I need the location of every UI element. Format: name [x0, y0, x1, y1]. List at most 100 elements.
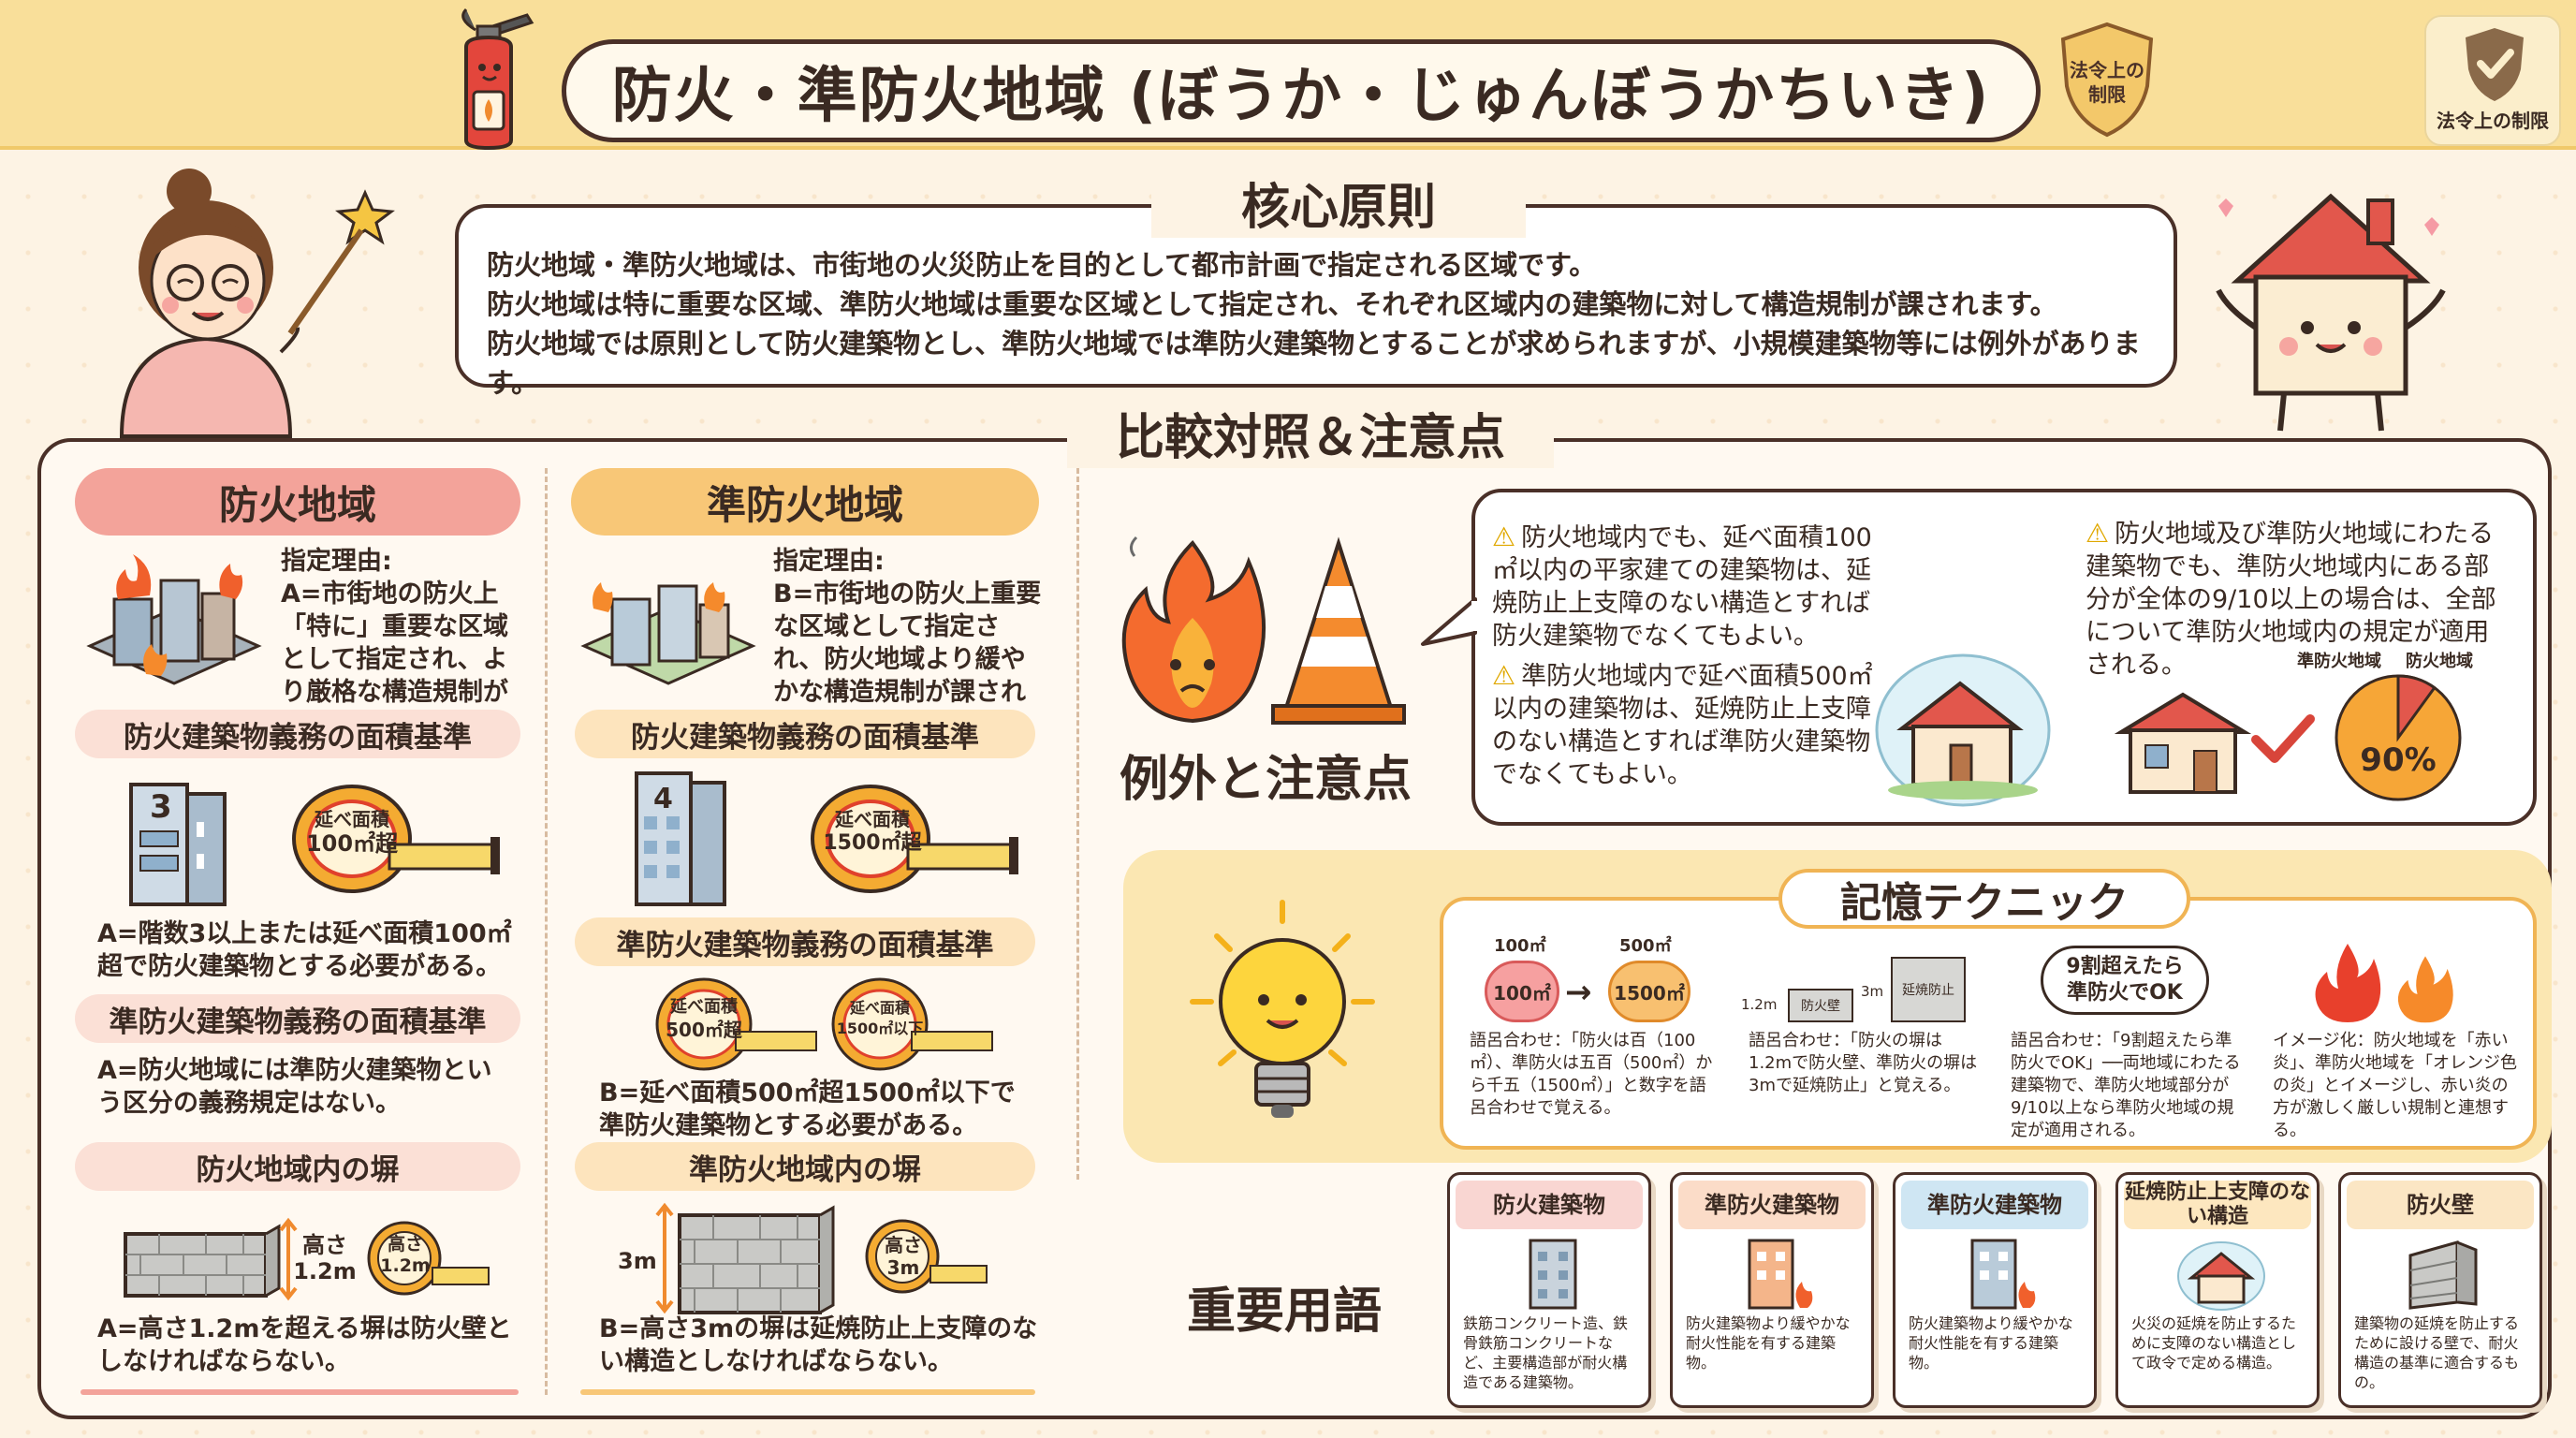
pie-value-label: 90%: [2360, 741, 2437, 779]
tall-wall-icon: [678, 1205, 835, 1314]
house-character-illustration: [2216, 193, 2446, 432]
fire-area-standard-header: 防火建築物義務の面積基準: [75, 710, 520, 758]
protected-house-icon: [1875, 653, 2051, 807]
concrete-building-icon: [1529, 1239, 1577, 1310]
term-name: 防火壁: [2347, 1181, 2534, 1229]
height-arrow-icon: [279, 1217, 298, 1301]
teacher-character-illustration: [119, 169, 395, 438]
building-with-flame-icon: [1748, 1239, 1813, 1310]
semi-column-underline: [580, 1389, 1035, 1395]
exceptions-box: [1471, 489, 2537, 826]
tip2-wall-a: 防火壁: [1788, 989, 1853, 1022]
building-with-flame-icon: [1970, 1239, 2036, 1310]
mixed-zone-building-icon: [2114, 692, 2252, 794]
tip2-wall-b: 延焼防止: [1891, 957, 1966, 1022]
tape-measure-1500-below-icon: [831, 977, 993, 1071]
comparison-title: 比較対照＆注意点: [1067, 408, 1554, 468]
term-card-no-hindrance-structure: 延焼防止上支障のない構造 火災の延焼を防止するために支障のない構造として政令で定…: [2115, 1172, 2320, 1408]
tip2-height-a: 1.2m: [1741, 996, 1778, 1013]
tape-measure-1500-icon: [811, 785, 1018, 893]
warning-icon: ⚠: [1492, 660, 1516, 691]
exception-item-1: ⚠防火地域内でも、延べ面積100㎡以内の平家建ての建築物は、延焼防止上支障のない…: [1492, 521, 1872, 651]
terms-title: 重要用語: [1187, 1284, 1383, 1340]
term-desc: 火災の延焼を防止するために支障のない構造として政令で定める構造。: [2131, 1314, 2297, 1372]
pie-label-semi: 準防火地域: [2297, 652, 2381, 671]
exceptions-title: 例外と注意点: [1120, 752, 1412, 808]
tape-measure-small-icon: [367, 1221, 490, 1296]
sad-flame-icon: [1121, 536, 1266, 724]
term-card-firewall: 防火壁 建築物の延焼を防止するために設ける壁で、耐火構造の基準に適合するもの。: [2338, 1172, 2542, 1408]
core-line-2: 防火地域は特に重要な区域、準防火地域は重要な区域として指定され、それぞれ区域内の…: [487, 288, 2057, 320]
semi-zone-header: 準防火地域: [571, 468, 1039, 536]
term-name: 準防火建築物: [1901, 1181, 2088, 1229]
tip1-label-a: 100㎡: [1494, 936, 1546, 956]
term-desc: 防火建築物より緩やかな耐火性能を有する建築物。: [1686, 1314, 1851, 1372]
traffic-cone-icon: [1271, 536, 1406, 725]
core-line-1: 防火地域・準防火地域は、市街地の火災防止を目的として都市計画で指定される区域です…: [487, 249, 1597, 281]
semi-semi-area-text: B=延べ面積500㎡超1500㎡以下で準防火建築物とする必要がある。: [599, 1078, 1016, 1140]
term-desc: 建築物の延焼を防止するために設ける壁で、耐火構造の基準に適合するもの。: [2354, 1314, 2520, 1391]
term-desc: 防火建築物より緩やかな耐火性能を有する建築物。: [1909, 1314, 2073, 1372]
tape-label-1500: 延べ面積 1500㎡超: [823, 808, 922, 855]
semi-wall-text: B=高さ3mの塀は延焼防止上支障のない構造としなければならない。: [599, 1314, 1038, 1376]
core-principle-text: 防火地域・準防火地域は、市街地の火災防止を目的として都市計画で指定される区域です…: [487, 245, 2153, 403]
fire-extinguisher-icon: [461, 7, 534, 151]
tip3-text: 語呂合わせ：「9割超えたら準防火でOK」──両地域にわたる建築物で、準防火地域部…: [2011, 1031, 2241, 1140]
pie-fire-slice: [2396, 674, 2437, 742]
shield-badge: 法令上の制限: [2056, 21, 2159, 139]
semi-wall-header: 準防火地域内の塀: [575, 1142, 1035, 1191]
exception-item-2: ⚠準防火地域内で延べ面積500㎡以内の建築物は、延焼防止上支障のない構造とすれば…: [1492, 660, 1873, 789]
lightbulb-icon: [1190, 900, 1375, 1118]
tip1-label-b: 500㎡: [1619, 936, 1672, 956]
term-name: 防火建築物: [1456, 1181, 1643, 1229]
check-mark-icon: [2251, 714, 2315, 763]
brick-wall-icon: [2408, 1240, 2478, 1310]
height-arrow-3m-icon: [655, 1202, 674, 1314]
page-title-box: 防火・準防火地域 (ぼうか・じゅんぼうかちいき): [562, 39, 2041, 142]
fire-wall-tape-label: 高さ 1.2m: [380, 1234, 431, 1276]
corner-badge-label: 法令上の制限: [2437, 110, 2549, 132]
semi-city-icon: [580, 582, 756, 685]
pie-label-fire: 防火地域: [2406, 652, 2473, 671]
memory-title: 記憶テクニック: [1778, 869, 2190, 929]
building-floor-number: 3: [150, 788, 172, 826]
tape-measure-3m-icon: [865, 1219, 988, 1294]
building-floor-number-4: 4: [653, 783, 673, 815]
semi-wall-tape-label: 高さ 3m: [885, 1234, 922, 1279]
tape-measure-500-icon: [655, 977, 817, 1071]
arrow-right-icon: →: [1565, 974, 1592, 1011]
tape-label-500: 延べ面積 500㎡超: [666, 997, 742, 1041]
term-name: 準防火建築物: [1678, 1181, 1866, 1229]
fire-zone-header: 防火地域: [75, 468, 520, 536]
tape-measure-icon: [292, 785, 500, 893]
low-wall-icon: [124, 1224, 281, 1298]
exception-item-3: ⚠防火地域及び準防火地域にわたる建築物でも、準防火地域内にある部分が全体の9/1…: [2086, 518, 2496, 680]
fire-semi-area-text: A=防火地域には準防火建築物という区分の義務規定はない。: [97, 1056, 492, 1118]
tip2-height-b: 3m: [1861, 983, 1884, 1000]
column-divider-2: [1076, 468, 1079, 1180]
semi-zone-reason: 指定理由: B=市街地の防火上重要な区域として指定され、防火地域より緩やかな構造…: [773, 547, 1042, 740]
term-card-semi-building-2: 準防火建築物 防火建築物より緩やかな耐火性能を有する建築物。: [1893, 1172, 2097, 1408]
warning-icon: ⚠: [1492, 521, 1516, 552]
semi-area-standard-header: 防火建築物義務の面積基準: [575, 710, 1035, 758]
core-principle-title: 核心原則: [1151, 178, 1526, 238]
warning-icon: ⚠: [2086, 518, 2110, 549]
fire-wall-height-label: 高さ 1.2m: [293, 1232, 357, 1284]
tape-label-100: 延べ面積 100㎡超: [305, 808, 399, 857]
page-title: 防火・準防火地域 (ぼうか・じゅんぼうかちいき): [611, 62, 1991, 131]
tip4-text: イメージ化：防火地域を「赤い炎」、準防火地域を「オレンジ色の炎」とイメージし、赤…: [2273, 1031, 2517, 1140]
core-line-3: 防火地域では原則として防火建築物とし、準防火地域では準防火建築物とすることが求め…: [487, 328, 2141, 399]
term-name: 延焼防止上支障のない構造: [2124, 1181, 2311, 1229]
speech-tail: [1421, 597, 1483, 646]
red-flame-icon: [2315, 944, 2381, 1022]
building-3-floor-icon: [129, 783, 227, 906]
building-4-floor-icon: [635, 771, 726, 906]
semi-wall-height-label: 3m: [618, 1248, 657, 1274]
ratio-pie-chart: [2334, 674, 2462, 801]
fire-semi-area-header: 準防火建築物義務の面積基準: [75, 994, 520, 1043]
corner-badge: 法令上の制限: [2424, 15, 2561, 146]
fire-column-underline: [80, 1389, 519, 1395]
tip1-circle-100: 100㎡: [1485, 961, 1559, 1022]
fire-wall-text: A=高さ1.2mを超える塀は防火壁としなければならない。: [97, 1314, 512, 1376]
fire-wall-header: 防火地域内の塀: [75, 1142, 520, 1191]
